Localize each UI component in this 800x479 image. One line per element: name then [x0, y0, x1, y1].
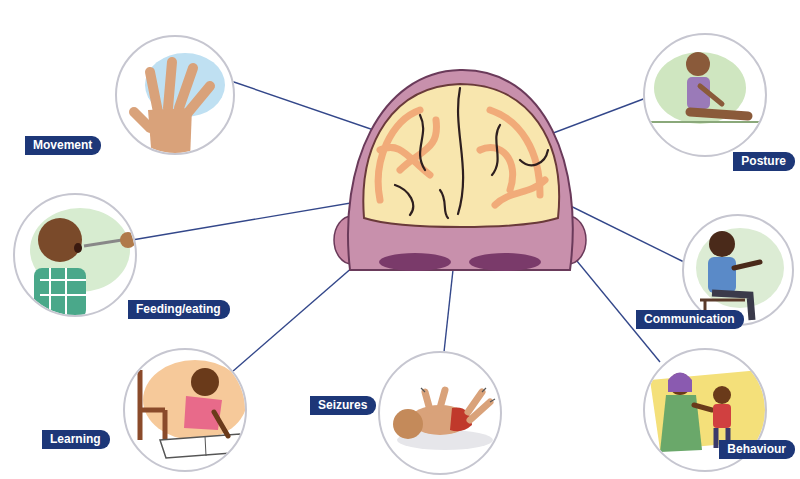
symptom-circle: Communication	[682, 214, 794, 326]
hand-picture-part-part	[150, 72, 158, 112]
symptom-circle: Movement	[115, 35, 235, 155]
sitting-boy-picture-part	[700, 86, 722, 104]
talking-man-picture-part	[708, 257, 736, 293]
symptom-circle: Seizures	[378, 351, 502, 475]
mother-child-picture-part	[713, 386, 731, 404]
learning-picture-part	[140, 370, 165, 440]
label-tab: Posture	[733, 152, 795, 171]
feeding-picture-part	[38, 218, 82, 262]
head-drawing-part	[379, 253, 451, 271]
symptom-label: Feeding/eating	[136, 302, 221, 316]
sitting-boy-picture-part	[650, 121, 760, 123]
feeding-picture-part	[74, 243, 82, 253]
sitting-boy-picture-part	[686, 52, 710, 76]
seizure-baby-picture	[393, 388, 495, 450]
circle-outline	[124, 349, 246, 471]
symptom-label: Movement	[33, 138, 92, 152]
label-tab: Learning	[42, 430, 110, 449]
circle-outline	[115, 35, 235, 155]
circle-outline	[379, 352, 501, 474]
sitting-boy-picture	[650, 52, 760, 124]
label-tab: Seizures	[310, 396, 376, 415]
circle-ground-part	[378, 351, 502, 475]
learning-picture-part	[143, 360, 247, 440]
circle-outline	[14, 194, 136, 316]
head-drawing-part	[469, 253, 541, 271]
hand-picture	[134, 53, 225, 160]
symptom-label: Behaviour	[727, 442, 786, 456]
mother-child-picture-part	[713, 404, 731, 428]
circle-outline	[378, 351, 502, 475]
learning-picture	[140, 360, 247, 458]
sitting-boy-picture-part	[690, 112, 748, 116]
symptom-circle: Feeding/eating	[13, 193, 137, 317]
feeding-picture-part	[84, 240, 122, 246]
talking-man-picture-part	[709, 231, 735, 257]
label-tab: Feeding/eating	[128, 300, 230, 319]
circle-ground-part	[123, 348, 247, 472]
head-drawing-part	[363, 84, 559, 227]
mother-child-picture-part	[669, 373, 691, 395]
symptom-label: Posture	[741, 154, 786, 168]
symptom-circle: Learning	[123, 348, 247, 472]
circle-outline	[13, 193, 137, 317]
head-drawing-part	[395, 88, 548, 218]
learning-picture-part	[191, 368, 219, 396]
circle-outline	[123, 348, 247, 472]
seizure-baby-picture-part	[393, 409, 423, 439]
symptom-label: Communication	[644, 312, 735, 326]
seizure-baby-picture-part	[421, 388, 495, 402]
label-tab: Movement	[25, 136, 101, 155]
mother-child-picture-part	[694, 405, 712, 410]
hand-picture-part-part	[168, 62, 172, 108]
mother-child-picture-part	[668, 373, 692, 393]
feeding-picture	[30, 208, 136, 318]
label-tab: Communication	[636, 310, 744, 329]
hand-picture-part	[145, 53, 225, 117]
circle-ground-part	[13, 193, 137, 317]
symptom-circle: Behaviour	[643, 348, 767, 472]
feeding-picture-part	[34, 268, 86, 318]
circle-ground	[13, 33, 794, 475]
hand-picture-part-part	[134, 112, 150, 128]
circle-outline	[683, 215, 793, 325]
circle-outline	[644, 34, 766, 156]
circle-outline	[643, 33, 767, 157]
circle-outline	[116, 36, 234, 154]
head-drawing	[334, 70, 586, 271]
feeding-picture-part	[40, 268, 86, 318]
head-drawing-part	[348, 70, 573, 270]
symptom-label: Seizures	[318, 398, 367, 412]
symptom-circle: Posture	[643, 33, 767, 157]
learning-picture-part	[205, 436, 206, 456]
talking-man-picture-part	[734, 262, 760, 268]
learning-picture-part	[214, 412, 228, 436]
seizure-baby-picture-part	[425, 390, 490, 420]
symptom-label: Learning	[50, 432, 101, 446]
circle-ground-part	[643, 33, 767, 157]
label-tab: Behaviour	[719, 440, 795, 459]
